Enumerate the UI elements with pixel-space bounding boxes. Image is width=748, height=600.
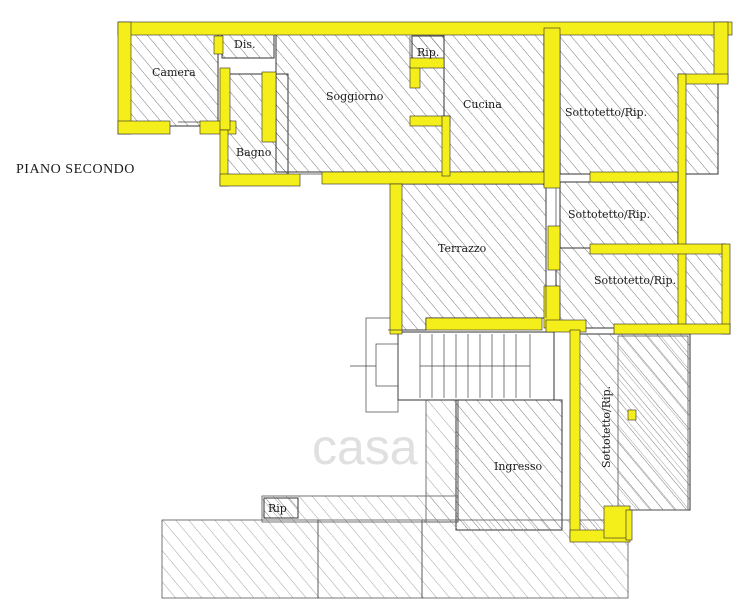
label-sottotetto-4: Sottotetto/Rip. bbox=[600, 386, 613, 468]
room-sottotetto-3 bbox=[555, 247, 727, 329]
label-dis: Dis. bbox=[234, 38, 255, 51]
room-cucina bbox=[443, 33, 545, 173]
floor-title: PIANO SECONDO bbox=[16, 162, 135, 177]
room-camera bbox=[129, 33, 219, 127]
room-terrazzo bbox=[393, 183, 547, 331]
label-sottotetto-2: Sottotetto/Rip. bbox=[568, 208, 650, 221]
lower-block-6 bbox=[617, 335, 689, 511]
detail-lines bbox=[178, 36, 561, 520]
walls bbox=[117, 21, 733, 543]
label-bagno: Bagno bbox=[236, 146, 272, 159]
room-sottotetto-2 bbox=[559, 181, 679, 249]
label-rip-top: Rip. bbox=[417, 46, 439, 59]
label-terrazzo: Terrazzo bbox=[438, 242, 487, 255]
room-dis bbox=[221, 33, 275, 59]
staircase bbox=[350, 317, 555, 413]
label-sottotetto-3: Sottotetto/Rip. bbox=[594, 274, 676, 287]
lower-block-2 bbox=[317, 519, 423, 599]
label-rip-bottom: Rip bbox=[268, 502, 287, 515]
room-ingresso bbox=[455, 399, 563, 531]
lower-block-5 bbox=[425, 399, 459, 523]
label-cucina: Cucina bbox=[463, 98, 502, 111]
label-soggiorno: Soggiorno bbox=[326, 90, 384, 103]
lower-block-1 bbox=[161, 519, 319, 599]
room-rip-bottom bbox=[263, 497, 299, 519]
labels: PIANO SECONDO Camera Dis. Rip. Soggiorno… bbox=[16, 38, 676, 515]
watermark: casa bbox=[312, 419, 418, 475]
label-sottotetto-1: Sottotetto/Rip. bbox=[565, 106, 647, 119]
label-camera: Camera bbox=[152, 66, 196, 79]
hatched-areas bbox=[129, 33, 727, 599]
label-ingresso: Ingresso bbox=[494, 460, 543, 473]
room-sottotetto-1 bbox=[559, 33, 719, 175]
